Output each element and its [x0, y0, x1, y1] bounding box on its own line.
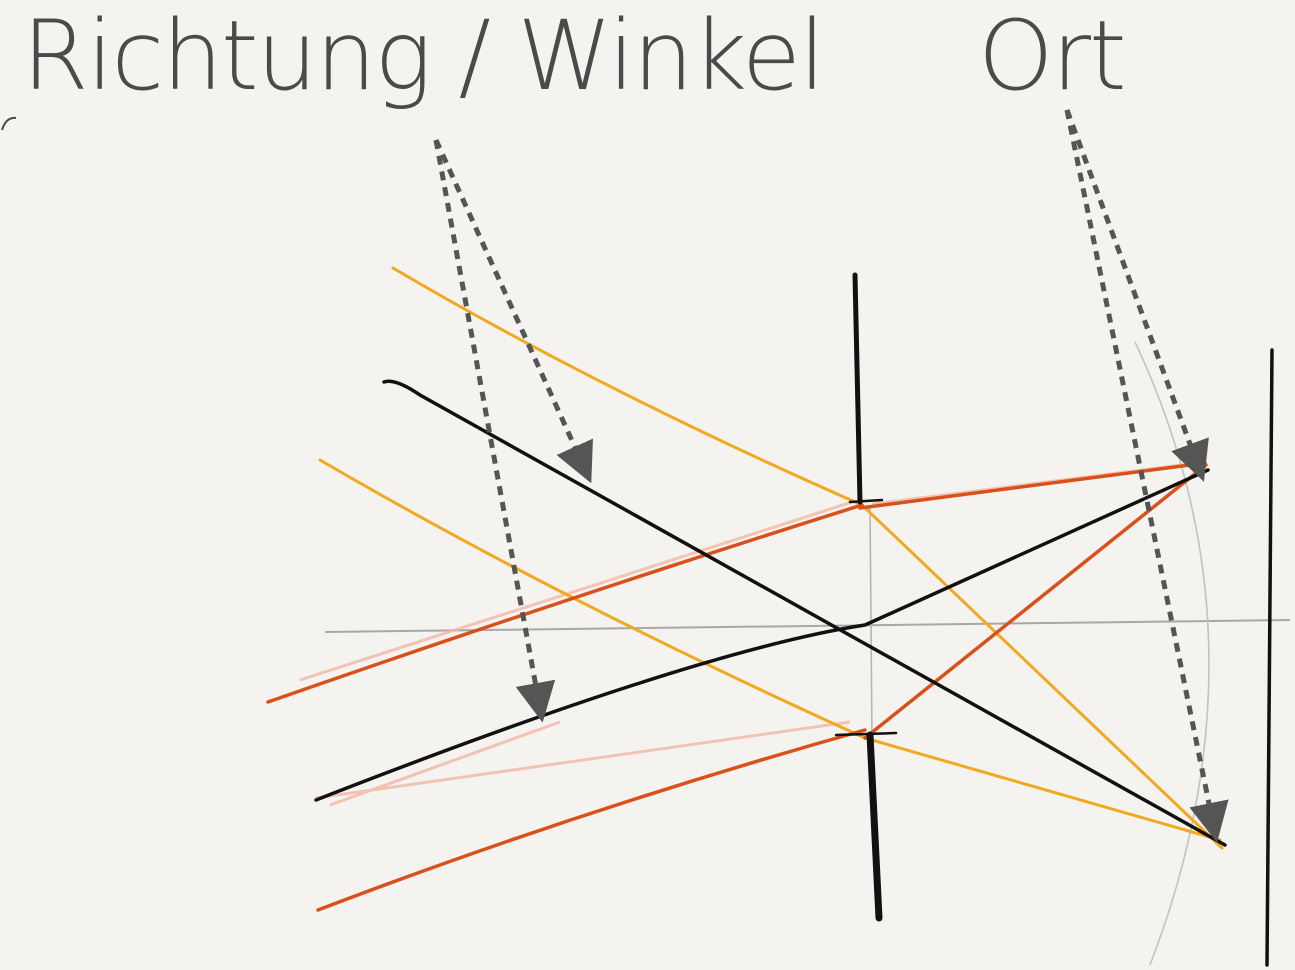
yellow-ray-upper-in: [391, 266, 864, 507]
stray-mark: [1, 116, 17, 131]
ray-shadows: [299, 460, 1206, 807]
label-direction-angle: Richtung / Winkel: [22, 0, 826, 112]
focal-arc: [1134, 341, 1210, 966]
pointer-arrows: [433, 109, 1229, 843]
ray-shadow-1: [299, 500, 853, 682]
aperture-stop: [834, 272, 898, 922]
yellow-ray-lower-in: [318, 458, 867, 740]
aperture-upper-blade: [852, 272, 863, 505]
yellow-ray-lower-out: [863, 736, 1222, 842]
ray-shadow-2: [315, 720, 851, 800]
aperture-lower-tick: [834, 731, 898, 737]
yellow-ray-upper-out: [860, 503, 1224, 850]
black-ray-ascending: [314, 468, 1210, 802]
arrow-location-to-upper: [1064, 109, 1209, 482]
orange-ray-upper-out: [858, 461, 1207, 510]
orange-ray-lower-in: [316, 728, 867, 912]
orange-ray-upper-in: [266, 503, 864, 704]
aperture-upper-tick: [848, 498, 884, 504]
orange-rays: [266, 461, 1208, 912]
aperture-lower-blade: [866, 731, 883, 922]
arrow-direction-to-upper: [433, 138, 593, 484]
ray-shadow-4: [329, 720, 561, 807]
black-rays: [314, 379, 1227, 847]
black-ray-descending: [382, 379, 1227, 847]
label-location: Ort: [978, 0, 1127, 112]
image-screen: [1265, 348, 1274, 967]
yellow-rays: [318, 266, 1224, 850]
guide-lines: [324, 341, 1291, 966]
optical-axis: [324, 619, 1291, 633]
